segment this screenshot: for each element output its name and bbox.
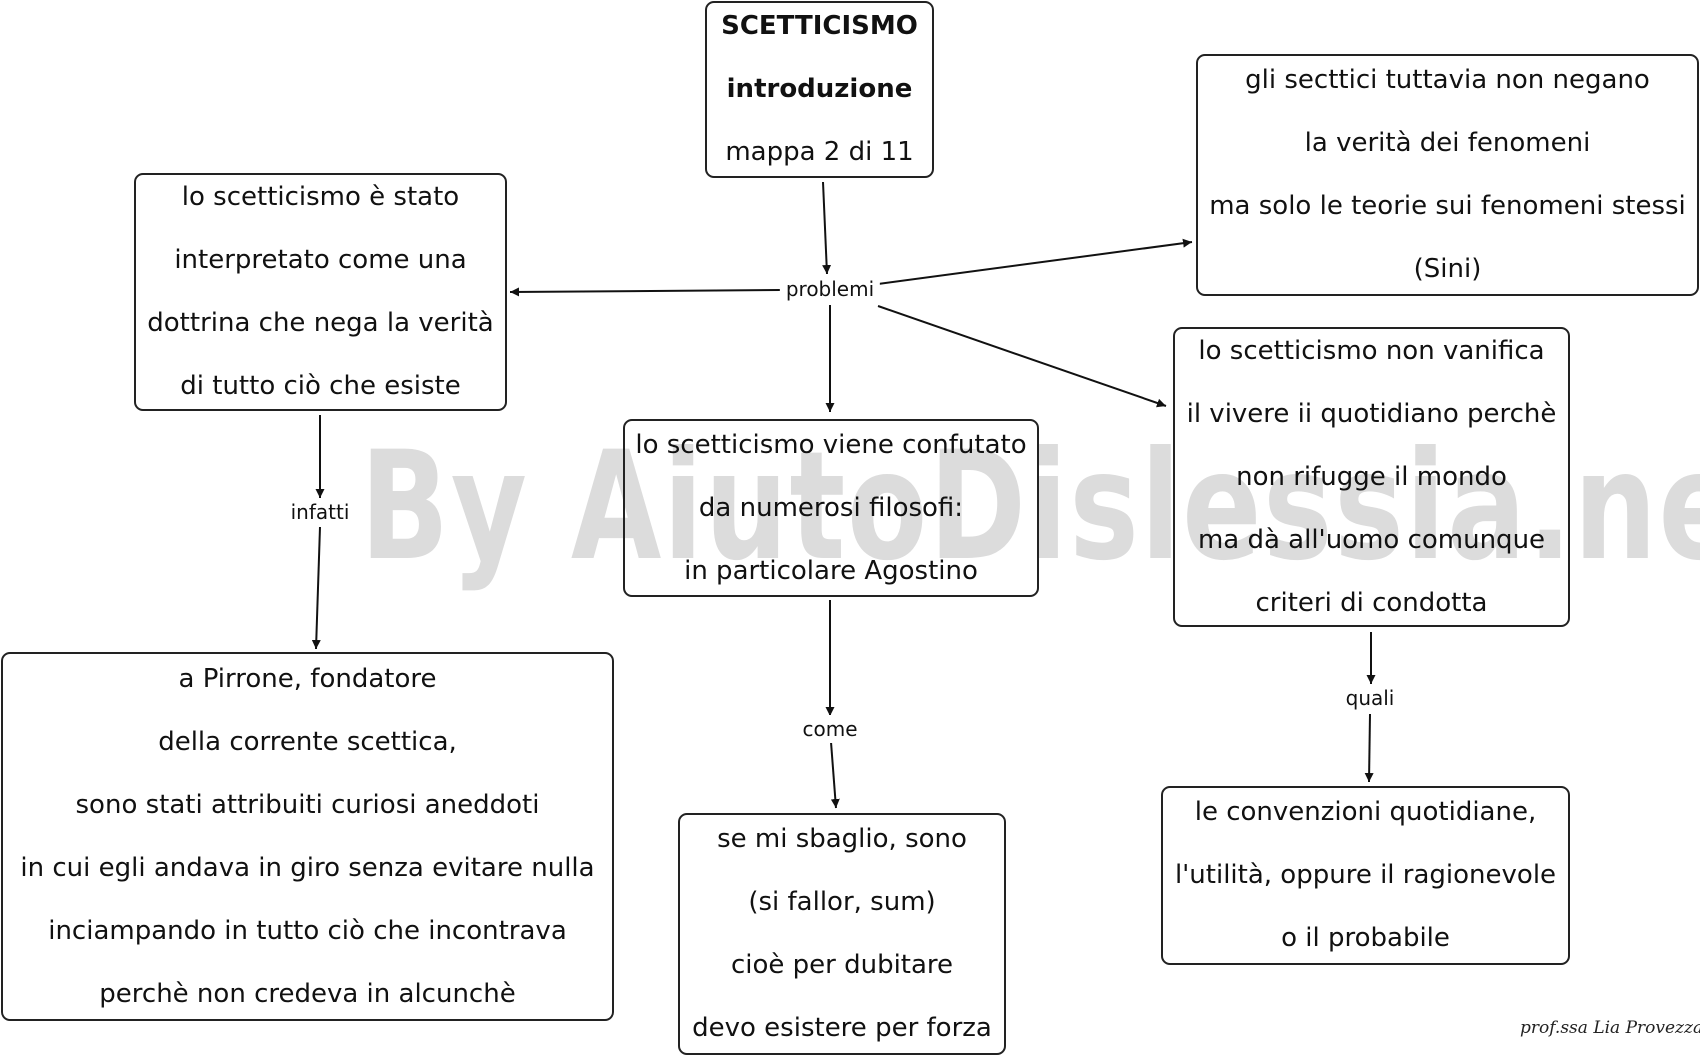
link-label-problemi: problemi [779,275,881,303]
node-si-fallor: se mi sbaglio, sono (si fallor, sum) cio… [678,813,1006,1055]
node-interpretation-line-3: dottrina che nega la verità [147,308,494,338]
connector-infatti-pirrone [311,526,321,650]
node-conventions-line-2: l'utilità, oppure il ragionevole [1174,860,1557,890]
node-phenomena: gli secttici tuttavia non negano la veri… [1196,54,1699,296]
node-title-line-2: introduzione [726,74,913,104]
node-phenomena-line-2: la verità dei fenomeni [1304,128,1591,158]
node-confuted-line-2: da numerosi filosofi: [698,492,964,523]
connector-problemi-interpretation [509,287,781,297]
node-interpretation-line-4: di tutto ciò che esiste [180,371,461,401]
node-title-line-3: mappa 2 di 11 [725,137,914,167]
node-pirrone-line-2: della corrente scettica, [158,726,457,757]
node-title-line-1: SCETTICISMO [721,11,918,41]
node-daily-life-line-1: lo scetticismo non vanifica [1198,335,1545,366]
node-pirrone-line-1: a Pirrone, fondatore [178,663,437,694]
link-label-come: come [796,715,864,743]
node-interpretation-line-2: interpretato come una [174,245,467,275]
connector-title-problemi [822,181,832,275]
node-daily-life: lo scetticismo non vanifica il vivere ii… [1173,327,1570,627]
node-daily-life-line-2: il vivere ii quotidiano perchè [1186,398,1557,429]
node-pirrone-line-6: perchè non credeva in alcunchè [99,978,516,1009]
node-phenomena-line-3: ma solo le teorie sui fenomeni stessi [1209,191,1686,221]
node-phenomena-line-1: gli secttici tuttavia non negano [1245,65,1650,95]
connector-problemi-phenomena [877,238,1193,285]
connector-come-si-fallor [830,741,840,809]
link-label-infatti: infatti [284,498,356,526]
node-interpretation-line-1: lo scetticismo è stato [181,182,460,212]
node-daily-life-line-4: ma dà all'uomo comunque [1197,524,1546,555]
node-confuted: lo scetticismo viene confutato da numero… [623,419,1039,597]
node-si-fallor-line-3: cioè per dubitare [730,950,954,980]
node-si-fallor-line-1: se mi sbaglio, sono [717,824,967,854]
node-si-fallor-line-2: (si fallor, sum) [748,887,936,917]
node-phenomena-line-4: (Sini) [1413,254,1482,284]
author-signature: prof.ssa Lia Provezza [1520,1018,1700,1038]
node-pirrone-line-3: sono stati attribuiti curiosi aneddoti [75,789,540,820]
node-conventions-line-3: o il probabile [1281,923,1450,953]
node-pirrone-line-4: in cui egli andava in giro senza evitare… [20,852,595,883]
node-daily-life-line-5: criteri di condotta [1255,587,1488,618]
node-daily-life-line-3: non rifugge il mondo [1236,461,1507,492]
node-conventions: le convenzioni quotidiane, l'utilità, op… [1161,786,1570,965]
node-interpretation: lo scetticismo è stato interpretato come… [134,173,507,411]
node-confuted-line-3: in particolare Agostino [684,555,978,586]
node-si-fallor-line-4: devo esistere per forza [692,1013,992,1043]
node-conventions-line-1: le convenzioni quotidiane, [1194,797,1537,827]
node-pirrone-line-5: inciampando in tutto ciò che incontrava [48,915,567,946]
node-pirrone: a Pirrone, fondatore della corrente scet… [1,652,614,1021]
node-confuted-line-1: lo scetticismo viene confutato [635,429,1027,460]
connector-problemi-daily-life [877,305,1167,408]
connector-quali-conventions [1364,713,1374,783]
node-title: SCETTICISMO introduzione mappa 2 di 11 [705,1,934,178]
link-label-quali: quali [1339,684,1401,712]
